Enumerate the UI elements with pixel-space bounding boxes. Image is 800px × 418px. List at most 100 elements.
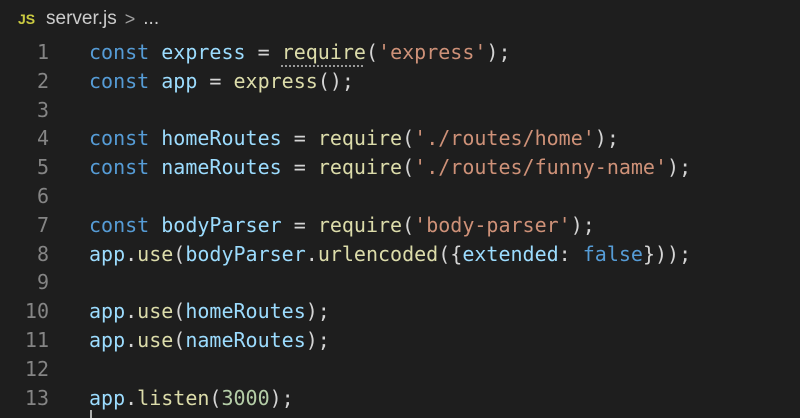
code-token: (: [173, 299, 186, 324]
code-token: use: [137, 299, 174, 324]
code-token: );: [667, 155, 692, 180]
line-code: const app = express();: [89, 67, 354, 96]
code-token: =: [197, 68, 234, 93]
code-token: (: [365, 40, 379, 64]
code-token: (: [402, 212, 415, 237]
breadcrumb-more[interactable]: ...: [143, 8, 160, 29]
code-token: (: [402, 126, 415, 151]
code-token: );: [269, 385, 294, 410]
line-code: app.listen(3000);: [89, 384, 294, 413]
code-token: nameRoutes: [161, 155, 282, 180]
code-token: );: [570, 212, 595, 237]
code-token: 'body-parser': [414, 212, 571, 237]
code-token: =: [245, 40, 282, 64]
code-token: ();: [317, 68, 354, 93]
javascript-file-icon: JS: [18, 11, 36, 27]
line-number: 10: [24, 299, 49, 324]
code-token: use: [137, 241, 174, 266]
line-number: 2: [36, 68, 49, 93]
code-token: 3000: [221, 385, 270, 410]
code-token: );: [305, 327, 330, 352]
code-token: require: [281, 40, 366, 64]
code-token: const: [89, 212, 150, 237]
line-number: 1: [36, 40, 49, 64]
line-code: const homeRoutes = require('./routes/hom…: [89, 124, 619, 153]
code-line[interactable]: 2 const app = express();: [0, 67, 800, 96]
code-token: .: [125, 327, 138, 352]
code-token: homeRoutes: [185, 299, 306, 324]
line-number: 6: [36, 183, 49, 208]
code-token: bodyParser: [161, 212, 282, 237]
line-number: 11: [24, 327, 49, 352]
code-token: bodyParser: [185, 241, 306, 266]
code-token: .: [125, 299, 138, 324]
line-code: const bodyParser = require('body-parser'…: [89, 211, 595, 240]
code-line[interactable]: 5 const nameRoutes = require('./routes/fu…: [0, 153, 800, 182]
code-token: express: [161, 40, 246, 64]
code-line[interactable]: 7 const bodyParser = require('body-parser…: [0, 211, 800, 240]
line-number: 5: [36, 155, 49, 180]
code-token: require: [317, 155, 403, 180]
code-token: use: [137, 327, 174, 352]
code-token: :: [558, 241, 583, 266]
code-token: 'express': [378, 40, 487, 64]
code-token: ({: [438, 241, 463, 266]
code-token: const: [89, 68, 150, 93]
code-token: listen: [137, 385, 210, 410]
code-token: );: [486, 40, 511, 64]
code-token: .: [305, 241, 318, 266]
code-token: false: [582, 241, 643, 266]
code-token: require: [317, 212, 403, 237]
code-token: (: [209, 385, 222, 410]
code-token: (: [402, 155, 415, 180]
chevron-right-icon: >: [124, 8, 136, 29]
code-token: [149, 155, 161, 179]
code-token: app: [89, 385, 126, 410]
code-token: =: [281, 126, 318, 151]
line-code: app.use(bodyParser.urlencoded({extended:…: [89, 240, 691, 269]
code-token: .: [125, 241, 138, 266]
breadcrumb-file-name[interactable]: server.js: [46, 8, 117, 29]
code-token: (: [173, 327, 186, 352]
code-token: =: [281, 212, 318, 237]
line-number: 9: [36, 270, 49, 295]
code-token: .: [125, 385, 138, 410]
code-token: [149, 40, 161, 64]
code-token: extended: [462, 241, 559, 266]
line-number: 8: [36, 241, 49, 266]
line-number: 7: [36, 212, 49, 237]
code-token: app: [89, 327, 126, 352]
code-line[interactable]: 10 app.use(homeRoutes);: [0, 297, 800, 326]
line-code: const express = require('express');: [89, 38, 511, 67]
code-token: );: [594, 126, 619, 151]
code-line[interactable]: 4 const homeRoutes = require('./routes/ho…: [0, 124, 800, 153]
line-code: app.use(homeRoutes);: [89, 297, 330, 326]
code-token: './routes/funny-name': [414, 155, 668, 180]
code-token: './routes/home': [414, 126, 595, 151]
code-line[interactable]: 6: [0, 182, 800, 211]
code-token: homeRoutes: [161, 126, 282, 151]
code-token: [149, 69, 161, 93]
text-cursor: [90, 410, 92, 418]
code-token: );: [305, 299, 330, 324]
code-token: nameRoutes: [185, 327, 306, 352]
code-line[interactable]: 11 app.use(nameRoutes);: [0, 326, 800, 355]
code-token: (: [173, 241, 186, 266]
code-line[interactable]: 12: [0, 355, 800, 384]
line-code: const nameRoutes = require('./routes/fun…: [89, 153, 691, 182]
line-code: app.use(nameRoutes);: [89, 326, 330, 355]
code-line[interactable]: 8 app.use(bodyParser.urlencoded({extended…: [0, 240, 800, 269]
code-line[interactable]: 9: [0, 268, 800, 297]
line-number: 12: [24, 356, 49, 381]
code-token: const: [89, 126, 150, 151]
code-token: const: [89, 155, 150, 180]
line-number: 4: [36, 126, 49, 151]
line-number: 3: [36, 97, 49, 122]
code-line[interactable]: 3: [0, 96, 800, 125]
code-token: app: [89, 299, 126, 324]
code-line[interactable]: 1 const express = require('express');: [0, 38, 800, 67]
code-token: [149, 126, 161, 150]
